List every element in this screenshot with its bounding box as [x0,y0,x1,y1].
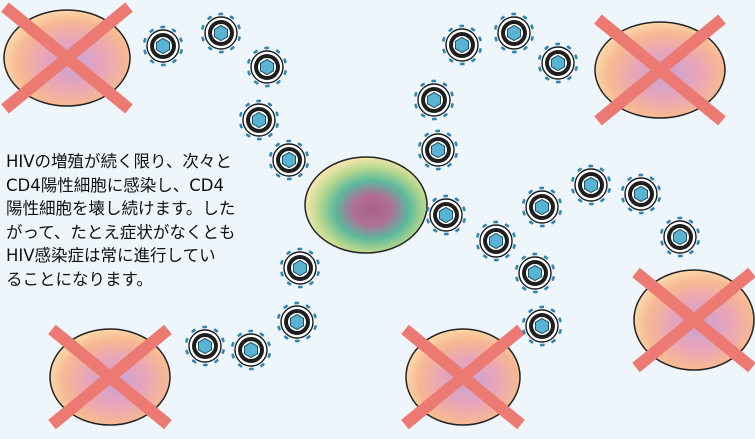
hiv-virus-icon [231,329,271,371]
destroyed-cd4-cell [401,324,525,430]
cross-mark-icon [632,267,755,373]
cross-mark-icon [1,2,133,114]
hiv-virus-icon [515,252,555,294]
cross-mark-icon [594,14,726,126]
destroyed-cd4-cell [1,2,133,114]
hiv-virus-icon [476,220,516,262]
destroyed-cd4-cell [632,267,755,373]
destroyed-cd4-cell [594,14,726,126]
cross-mark-icon [401,324,525,430]
hiv-virus-icon [277,301,317,343]
hiv-virus-icon [538,42,578,84]
hiv-virus-icon [522,305,562,347]
hiv-virus-icon [426,194,466,236]
description-line: CD4陽性細胞に感染し、CD4 [6,175,224,195]
hiv-virus-icon [239,99,279,141]
description-line: 陽性細胞を壊し続けます。した [6,199,236,218]
hiv-virus-icon [201,12,241,54]
hiv-virus-icon [494,12,534,54]
hiv-virus-icon [143,25,183,67]
description-line: がって、たとえ症状がなくとも [6,222,236,242]
hiv-virus-icon [522,186,562,228]
hiv-virus-icon [280,247,320,289]
destroyed-cd4-cell [48,324,172,430]
hiv-virus-icon [269,139,309,181]
description-line: HIV感染症は常に進行してい [6,246,216,265]
infected-cd4-cell [304,156,428,254]
hiv-virus-icon [185,325,225,367]
description-text: HIVの増殖が続く限り、次々と CD4陽性細胞に感染し、CD4 陽性細胞を壊し続… [6,150,268,291]
hiv-virus-icon [571,164,611,206]
cross-mark-icon [48,324,172,430]
hiv-virus-icon [660,216,700,258]
hiv-virus-icon [442,24,482,66]
hiv-virus-icon [414,79,454,121]
description-line: ることになります。 [6,269,153,289]
hiv-virus-icon [621,173,661,215]
hiv-virus-icon [247,46,287,88]
hiv-virus-icon [418,129,458,171]
description-line: HIVの増殖が続く限り、次々と [6,152,232,171]
